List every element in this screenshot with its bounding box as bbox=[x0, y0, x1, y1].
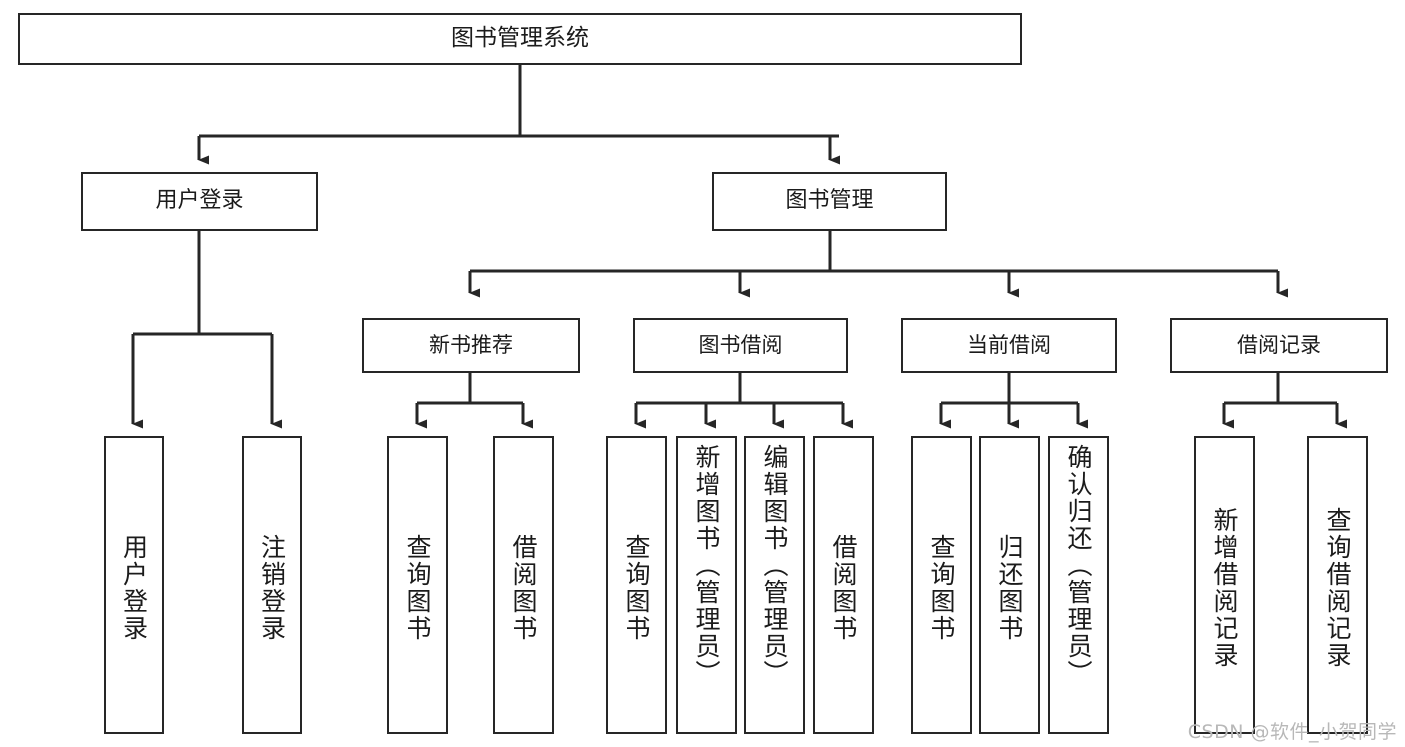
node-leaf-user-login[interactable]: 用户登录 bbox=[104, 436, 164, 734]
node-label: 当前借阅 bbox=[967, 332, 1051, 357]
node-leaf-return-book[interactable]: 归还图书 bbox=[979, 436, 1040, 734]
node-leaf-borrow-book[interactable]: 借阅图书 bbox=[813, 436, 874, 734]
node-book-management[interactable]: 图书管理 bbox=[712, 172, 947, 231]
node-borrow-record[interactable]: 借阅记录 bbox=[1170, 318, 1388, 373]
node-label: 新增借阅记录 bbox=[1210, 507, 1239, 669]
node-label: 确认归还（管理员） bbox=[1064, 444, 1093, 687]
node-leaf-query-book-borrow[interactable]: 查询图书 bbox=[606, 436, 667, 734]
node-current-borrow[interactable]: 当前借阅 bbox=[901, 318, 1117, 373]
node-root-book-management-system[interactable]: 图书管理系统 bbox=[18, 13, 1022, 65]
node-label: 编辑图书（管理员） bbox=[760, 444, 789, 687]
node-leaf-add-borrow-record[interactable]: 新增借阅记录 bbox=[1194, 436, 1255, 734]
node-label: 查询图书 bbox=[622, 534, 651, 642]
node-label: 用户登录 bbox=[155, 188, 244, 214]
node-label: 图书管理 bbox=[785, 188, 874, 214]
node-label: 借阅图书 bbox=[829, 534, 858, 642]
node-label: 注销登录 bbox=[257, 534, 287, 642]
node-leaf-query-book-current[interactable]: 查询图书 bbox=[911, 436, 972, 734]
node-label: 查询图书 bbox=[403, 534, 432, 642]
node-label: 新增图书（管理员） bbox=[692, 444, 721, 687]
node-label: 查询借阅记录 bbox=[1323, 507, 1352, 669]
node-label: 用户登录 bbox=[119, 534, 149, 642]
node-label: 图书借阅 bbox=[698, 332, 783, 357]
node-book-borrow[interactable]: 图书借阅 bbox=[633, 318, 848, 373]
node-leaf-borrow-book-recommend[interactable]: 借阅图书 bbox=[493, 436, 554, 734]
node-label: 新书推荐 bbox=[429, 332, 513, 357]
node-leaf-add-book-admin[interactable]: 新增图书（管理员） bbox=[676, 436, 737, 734]
node-leaf-confirm-return-admin[interactable]: 确认归还（管理员） bbox=[1048, 436, 1109, 734]
node-label: 图书管理系统 bbox=[451, 25, 589, 52]
node-label: 查询图书 bbox=[927, 534, 956, 642]
node-label: 借阅记录 bbox=[1237, 332, 1321, 357]
node-leaf-query-book-recommend[interactable]: 查询图书 bbox=[387, 436, 448, 734]
node-leaf-edit-book-admin[interactable]: 编辑图书（管理员） bbox=[744, 436, 805, 734]
node-leaf-query-borrow-record[interactable]: 查询借阅记录 bbox=[1307, 436, 1368, 734]
node-user-login[interactable]: 用户登录 bbox=[81, 172, 318, 231]
node-leaf-user-logout[interactable]: 注销登录 bbox=[242, 436, 302, 734]
node-label: 借阅图书 bbox=[509, 534, 538, 642]
node-new-book-recommend[interactable]: 新书推荐 bbox=[362, 318, 580, 373]
node-label: 归还图书 bbox=[995, 534, 1024, 642]
